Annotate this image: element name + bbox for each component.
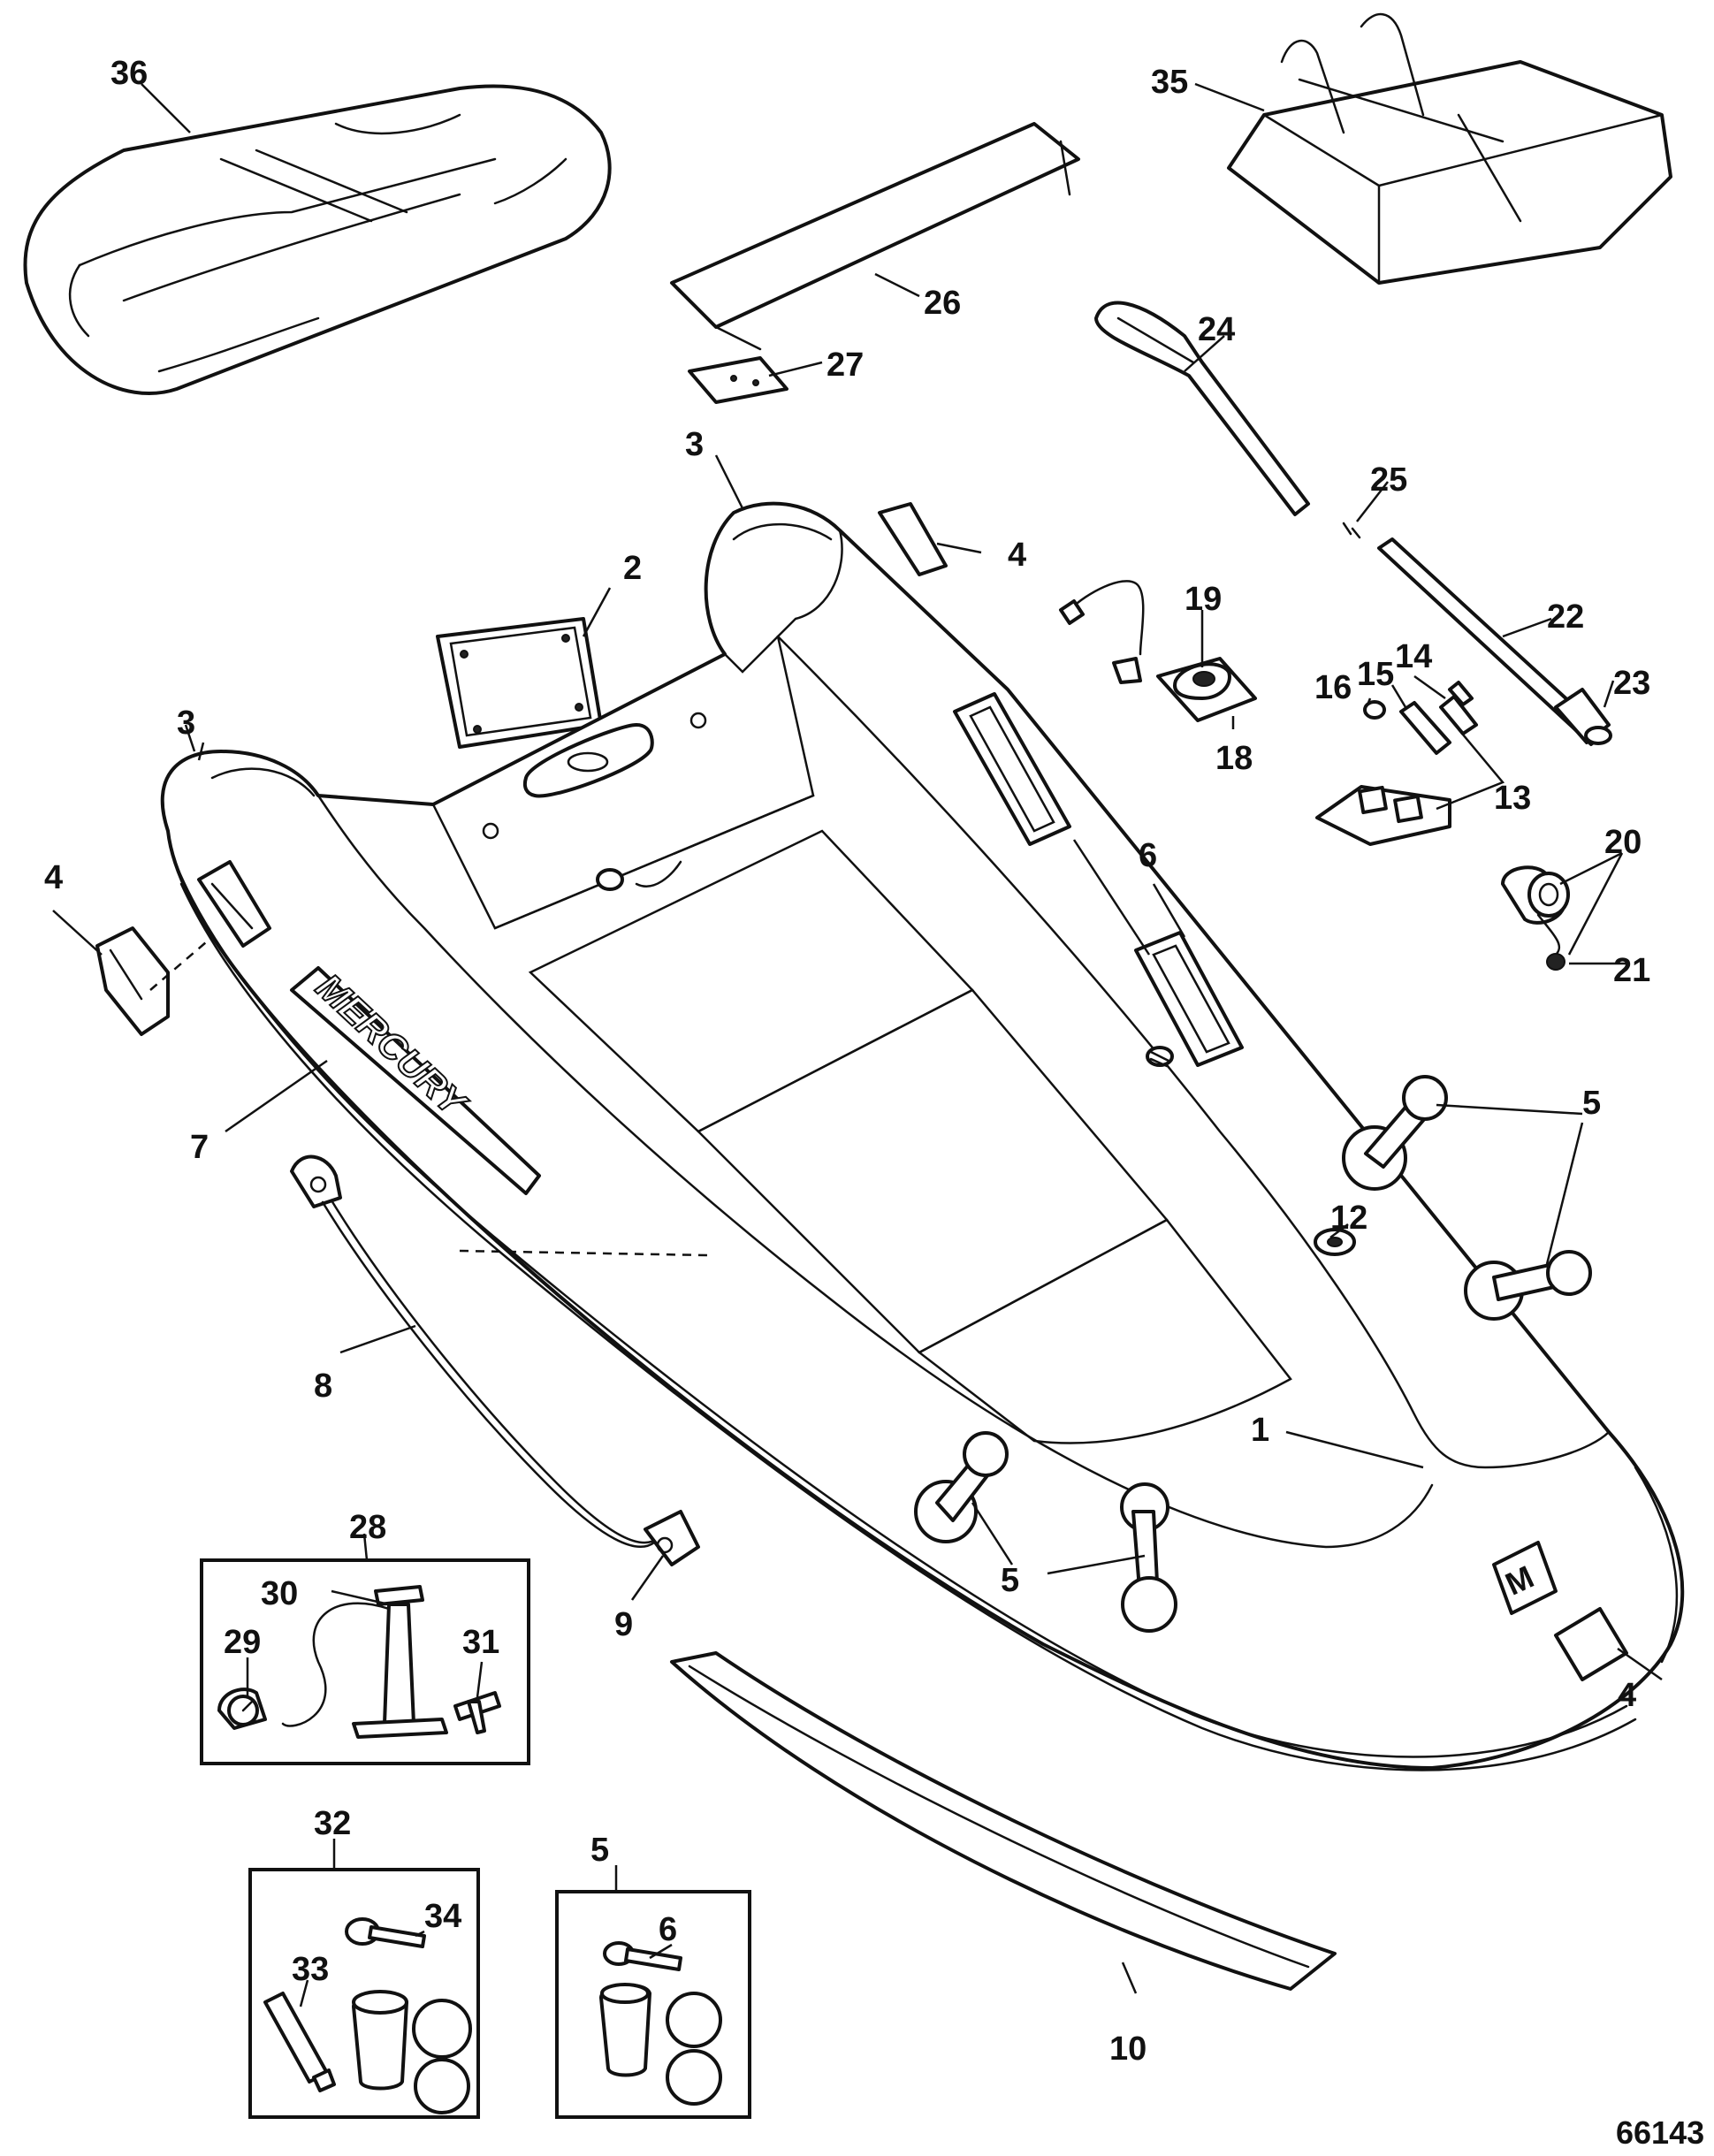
callout-5-lower: 5 — [1001, 1562, 1019, 1599]
handle-part-left — [95, 926, 213, 1036]
transom-plate-part — [436, 617, 603, 749]
callout-2: 2 — [623, 550, 642, 587]
storage-bag-part — [1227, 12, 1672, 285]
valve-base-part — [1156, 657, 1257, 722]
callout-24: 26 — [924, 285, 961, 322]
callout-32: 34 — [424, 1898, 461, 1935]
patch-kit-box — [555, 1890, 751, 2119]
handle-part-top — [878, 502, 948, 576]
seat-bracket-part — [688, 356, 788, 404]
tow-line-part — [290, 1154, 708, 1566]
callout-30: 32 — [314, 1805, 351, 1842]
valve-cable-part — [1059, 580, 1145, 684]
callout-16: 18 — [1215, 740, 1253, 777]
callout-22: 24 — [1198, 311, 1235, 348]
callout-10: 10 — [1109, 2030, 1146, 2068]
callout-14: 15 — [1357, 656, 1394, 693]
callout-3-top: 3 — [685, 426, 704, 463]
callout-33: 5 — [590, 1832, 609, 1869]
grab-handle-part-upper — [953, 692, 1071, 846]
callout-27: 29 — [224, 1624, 261, 1661]
callout-15: 16 — [1314, 669, 1352, 706]
callout-5-right-upper: 5 — [1582, 1085, 1601, 1122]
handle-part-on-tube-left — [197, 860, 271, 948]
seat-part — [670, 122, 1080, 351]
fitting-tube-part — [1399, 701, 1451, 755]
callout-9: 9 — [614, 1606, 633, 1643]
grab-handle-part-lower — [1134, 931, 1244, 1067]
callout-3-left: 3 — [177, 705, 195, 742]
callout-11: 12 — [1330, 1200, 1367, 1237]
callout-6: 6 — [1139, 837, 1157, 874]
oar-clip-part — [1342, 522, 1361, 539]
callout-21: 23 — [1613, 665, 1650, 702]
drain-plug-part — [1501, 865, 1570, 971]
callout-labels: 36 35 26 27 24 25 22 23 3 4 2 3 4 19 18 … — [44, 55, 1650, 2068]
keel-strip-part — [670, 1651, 1337, 1991]
callout-23: 25 — [1370, 461, 1407, 499]
callout-35: 35 — [1151, 64, 1188, 101]
callout-4-bow: 4 — [1618, 1677, 1636, 1714]
callout-7: 7 — [190, 1129, 209, 1166]
pump-kit-box — [200, 1558, 530, 1765]
fitting-tee-part — [1439, 681, 1478, 735]
callout-25: 27 — [827, 347, 864, 384]
callout-4-top: 4 — [1008, 537, 1026, 574]
callout-12: 13 — [1494, 780, 1531, 817]
callout-4-left: 4 — [44, 859, 63, 896]
callout-26: 28 — [349, 1509, 386, 1546]
callout-34: 6 — [659, 1911, 677, 1948]
oarlock-pad-part-2 — [1464, 1250, 1592, 1321]
leader-lines — [52, 82, 1663, 2007]
callout-18: 20 — [1604, 824, 1642, 861]
oar-shaft-part — [1377, 537, 1612, 746]
callout-17: 19 — [1185, 581, 1222, 618]
callout-36: 36 — [110, 55, 148, 92]
callout-19: 21 — [1613, 952, 1650, 989]
fitting-base-part — [1315, 785, 1451, 846]
oarlock-pad-part-1 — [1342, 1075, 1448, 1191]
oarlock-pad-part-4 — [1120, 1482, 1177, 1633]
fitting-cap-part — [1363, 700, 1386, 720]
handle-part-bow — [1554, 1607, 1628, 1681]
callout-29: 31 — [462, 1624, 499, 1661]
callout-20: 22 — [1547, 598, 1584, 636]
repair-kit-box — [248, 1868, 480, 2119]
boat-cover-part — [23, 84, 612, 395]
callout-8: 8 — [314, 1367, 332, 1405]
inflatable-hull-part: M — [160, 501, 1685, 1771]
oarlock-pad-part-3 — [914, 1431, 1009, 1543]
figure-id: 66143 — [1616, 2114, 1704, 2151]
callout-1: 1 — [1251, 1412, 1269, 1449]
oar-blade-part — [1094, 301, 1310, 516]
callout-28: 30 — [261, 1575, 298, 1612]
callout-31: 33 — [292, 1951, 329, 1988]
callout-13: 14 — [1395, 638, 1432, 675]
